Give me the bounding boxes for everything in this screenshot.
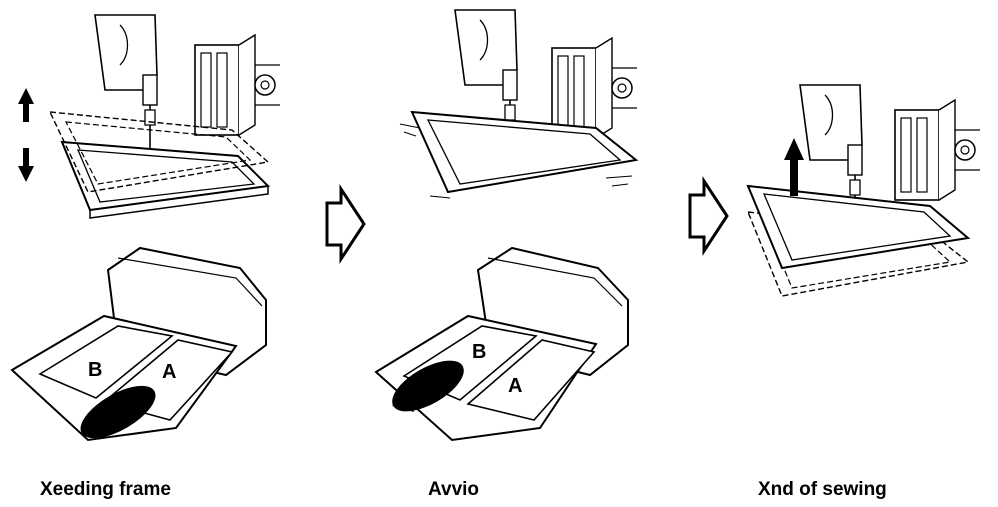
feeding-frame-raised (746, 184, 971, 270)
double-vertical-arrow-icon (18, 88, 34, 182)
pedal-label-a: A (162, 361, 176, 383)
caption-end-of-sewing: Xnd of sewing (758, 479, 887, 500)
foot-icon (392, 360, 464, 412)
foot-pedal (374, 246, 629, 442)
presser-clamp (894, 99, 981, 201)
panel-end-of-sewing (746, 84, 981, 297)
up-arrow-icon (784, 138, 804, 196)
pedal-label-b: B (88, 359, 102, 381)
feeding-frame-dashed (48, 111, 270, 193)
caption-start: Avvio (428, 479, 480, 500)
pedal-plate-a (466, 339, 596, 421)
foot-pedal (10, 246, 267, 442)
sewing-machine-head (94, 14, 158, 166)
feeding-frame-lowered (399, 110, 639, 199)
panel-start: B A (374, 9, 639, 442)
feeding-frame-solid (60, 140, 271, 219)
panel-feeding-frame: B A (10, 14, 281, 442)
pedal-plate-b (38, 325, 174, 399)
pedal-label-b: B (472, 341, 486, 363)
pedal-label-a: A (508, 375, 522, 397)
caption-feeding-frame: Xeeding frame (40, 479, 171, 500)
presser-clamp (194, 34, 281, 136)
hollow-right-arrow-icon (688, 175, 729, 257)
presser-clamp (551, 37, 638, 139)
hollow-right-arrow-icon (325, 183, 366, 265)
